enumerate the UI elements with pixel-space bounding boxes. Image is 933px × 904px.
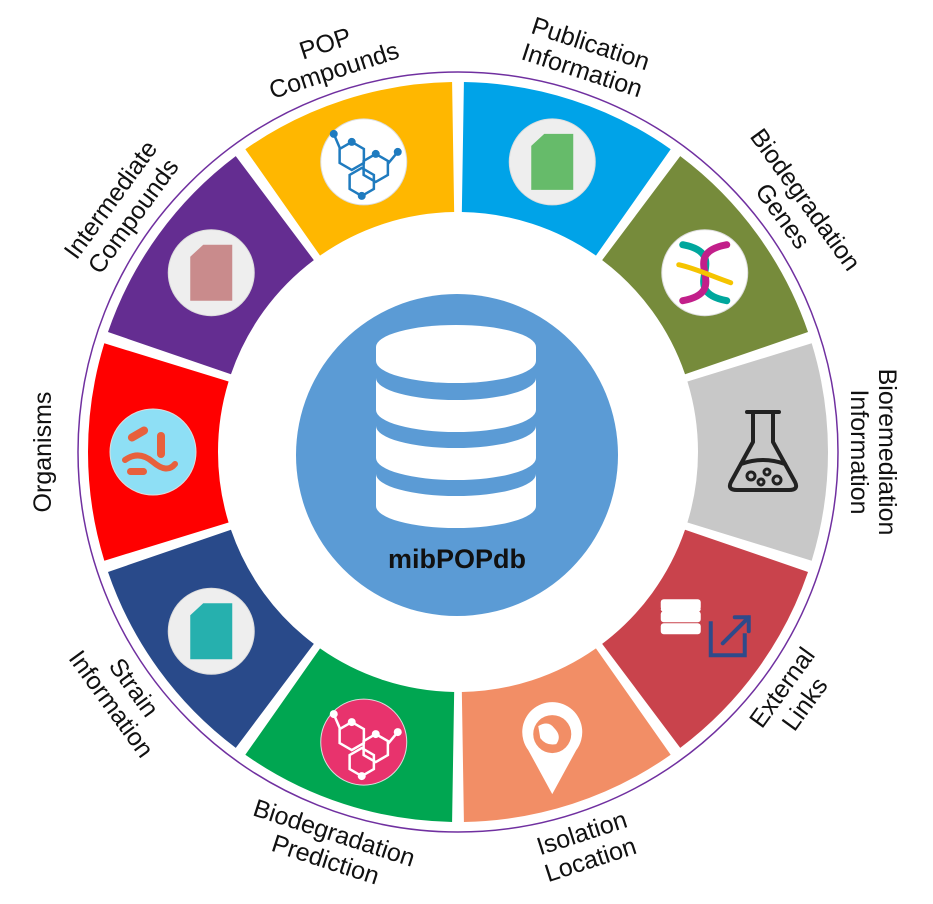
segment-genes[interactable]: [602, 156, 809, 375]
segment-bioremediation[interactable]: [687, 343, 829, 561]
document-icon: [167, 587, 255, 675]
flask-icon: [727, 410, 799, 492]
segment-label-line: Bioremediation: [873, 369, 901, 536]
segment-label-line: Information: [845, 389, 873, 514]
segment-label-line: Organisms: [29, 392, 57, 513]
dna-icon: [661, 229, 749, 317]
segments-layer: [87, 82, 829, 822]
center-hub: mibPOPdb: [296, 294, 618, 616]
segment-strain[interactable]: [107, 529, 314, 748]
molecule-icon: [320, 698, 408, 786]
document-icon: [167, 229, 255, 317]
document-icon: [508, 118, 596, 206]
segment-links[interactable]: [602, 529, 809, 748]
segment-organisms-label: Organisms: [29, 392, 57, 513]
map-pin-icon: [522, 702, 583, 795]
external-link-icon: [660, 599, 751, 658]
segment-isolation[interactable]: [461, 648, 671, 822]
segment-organisms[interactable]: [87, 343, 229, 561]
outer-ring: [77, 71, 839, 833]
molecule-icon: [320, 118, 408, 206]
bacteria-icon: [109, 408, 197, 496]
segment-links-band: [602, 529, 809, 748]
segment-prediction[interactable]: [245, 648, 455, 822]
segment-publication[interactable]: [461, 82, 671, 256]
segment-intermediate[interactable]: [107, 156, 314, 375]
segment-pop[interactable]: [245, 82, 455, 256]
database-icon: [376, 325, 536, 528]
center-title: mibPOPdb: [388, 544, 526, 574]
segment-bioremediation-band: [687, 343, 829, 561]
